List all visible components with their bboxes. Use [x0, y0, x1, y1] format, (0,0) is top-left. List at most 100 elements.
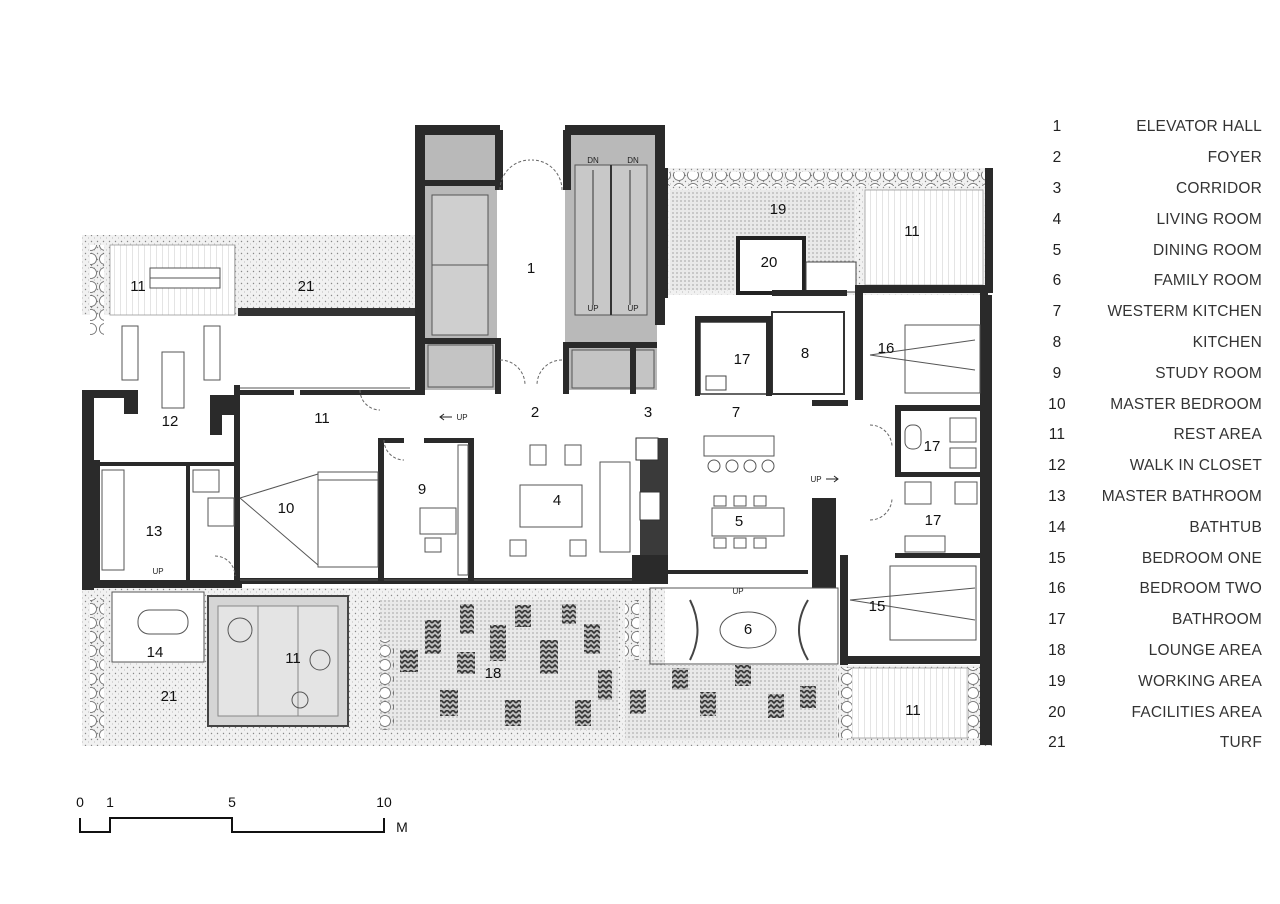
- legend-row: 6 FAMILY ROOM: [1040, 266, 1262, 297]
- legend-row: 21 TURF: [1040, 728, 1262, 759]
- annotation-up-bath: UP: [152, 567, 163, 576]
- door-swings: [214, 159, 893, 577]
- label-rest-area-se: 11: [905, 702, 921, 719]
- annotation-up-stair-left: UP: [587, 304, 598, 313]
- legend-row: 11 REST AREA: [1040, 420, 1262, 451]
- label-study-room: 9: [418, 481, 426, 498]
- legend-row: 19 WORKING AREA: [1040, 666, 1262, 697]
- legend-room-name: ELEVATOR HALL: [1136, 118, 1262, 136]
- scale-tick-0: 0: [76, 794, 84, 810]
- label-lounge-area: 18: [485, 665, 502, 682]
- legend-row: 14 BATHTUB: [1040, 512, 1262, 543]
- legend-room-name: CORRIDOR: [1176, 179, 1262, 197]
- label-foyer: 2: [531, 404, 539, 421]
- legend-room-name: KITCHEN: [1192, 333, 1262, 351]
- scale-tick-5: 5: [228, 794, 236, 810]
- label-living-room: 4: [553, 492, 561, 509]
- legend-number: 8: [1052, 333, 1062, 351]
- legend-room-name: TURF: [1219, 734, 1262, 752]
- legend-number: 14: [1048, 518, 1066, 536]
- label-rest-area-ne: 11: [904, 223, 920, 240]
- legend-room-name: WALK IN CLOSET: [1129, 457, 1262, 475]
- label-corridor: 3: [644, 404, 652, 421]
- label-rest-area-nw: 11: [130, 278, 146, 295]
- legend-number: 16: [1048, 580, 1066, 598]
- legend-row: 15 BEDROOM ONE: [1040, 543, 1262, 574]
- legend-room-name: FACILITIES AREA: [1131, 703, 1262, 721]
- stair-annotations: DN DN UP UP UP UP UP UP: [152, 156, 821, 596]
- label-rest-area-pool: 11: [285, 650, 301, 667]
- window-lines: [240, 387, 839, 665]
- scale-bar: 0 1 5 10 M: [76, 794, 408, 835]
- legend-number: 21: [1048, 734, 1066, 752]
- legend-room-name: BEDROOM TWO: [1139, 580, 1262, 598]
- legend-row: 16 BEDROOM TWO: [1040, 574, 1262, 605]
- legend-number: 15: [1048, 549, 1066, 567]
- legend-row: 9 STUDY ROOM: [1040, 358, 1262, 389]
- furniture: [101, 267, 981, 709]
- legend-room-name: FOYER: [1207, 149, 1262, 167]
- legend-room-name: DINING ROOM: [1153, 241, 1262, 259]
- label-bathroom-east-lower: 17: [925, 512, 942, 529]
- annotation-up-family: UP: [732, 587, 743, 596]
- annotation-dn-right: DN: [627, 156, 639, 165]
- legend-room-name: WORKING AREA: [1138, 672, 1262, 690]
- legend-room-name: WESTERM KITCHEN: [1107, 303, 1262, 321]
- legend-room-name: LIVING ROOM: [1156, 210, 1262, 228]
- label-walk-in-closet: 12: [162, 413, 179, 430]
- arrow-marks: [439, 413, 839, 483]
- label-facilities-area: 20: [761, 254, 778, 271]
- floor-plan: 1 2 3 4 5 6 7 8 9 10 11 11 11 11 11 12 1…: [76, 125, 993, 835]
- annotation-up-dining: UP: [810, 475, 821, 484]
- lounge-tiles: [400, 604, 816, 726]
- legend-number: 19: [1048, 672, 1066, 690]
- legend-row: 17 BATHROOM: [1040, 605, 1262, 636]
- label-family-room: 6: [744, 621, 752, 638]
- scale-unit: M: [396, 819, 408, 835]
- legend-number: 11: [1048, 426, 1066, 444]
- label-turf-sw: 21: [161, 688, 178, 705]
- label-bathroom-kitchen: 17: [734, 351, 751, 368]
- legend-number: 9: [1052, 364, 1062, 382]
- legend-room-name: STUDY ROOM: [1155, 364, 1262, 382]
- legend-number: 10: [1048, 395, 1066, 413]
- legend-room-name: LOUNGE AREA: [1148, 641, 1262, 659]
- label-rest-area-mid: 11: [314, 410, 330, 427]
- legend-row: 8 KITCHEN: [1040, 328, 1262, 359]
- annotation-up-foyer: UP: [456, 413, 467, 422]
- legend-number: 1: [1052, 118, 1062, 136]
- label-bedroom-two: 16: [878, 340, 895, 357]
- room-labels: 1 2 3 4 5 6 7 8 9 10 11 11 11 11 11 12 1…: [130, 201, 941, 719]
- label-bathroom-east-upper: 17: [924, 438, 941, 455]
- legend-row: 20 FACILITIES AREA: [1040, 697, 1262, 728]
- legend-room-name: MASTER BEDROOM: [1110, 395, 1262, 413]
- scale-tick-1: 1: [106, 794, 114, 810]
- legend-room-name: BATHROOM: [1171, 611, 1262, 629]
- label-western-kitchen: 7: [732, 404, 740, 421]
- label-bathtub: 14: [147, 644, 164, 661]
- label-kitchen: 8: [801, 345, 809, 362]
- label-master-bedroom: 10: [278, 500, 295, 517]
- legend-room-name: BATHTUB: [1189, 518, 1262, 536]
- label-elevator-hall: 1: [527, 260, 535, 277]
- legend-number: 6: [1052, 272, 1062, 290]
- legend-room-name: BEDROOM ONE: [1141, 549, 1262, 567]
- legend-number: 20: [1048, 703, 1066, 721]
- legend-row: 5 DINING ROOM: [1040, 235, 1262, 266]
- legend-number: 2: [1052, 149, 1062, 167]
- legend-row: 1 ELEVATOR HALL: [1040, 112, 1262, 143]
- legend-number: 5: [1052, 241, 1062, 259]
- legend-room-name: REST AREA: [1173, 426, 1262, 444]
- annotation-up-stair-right: UP: [627, 304, 638, 313]
- legend-room-name: MASTER BATHROOM: [1101, 487, 1262, 505]
- legend-number: 17: [1048, 611, 1066, 629]
- legend-room-name: FAMILY ROOM: [1153, 272, 1262, 290]
- annotation-dn-left: DN: [587, 156, 599, 165]
- label-master-bathroom: 13: [146, 523, 163, 540]
